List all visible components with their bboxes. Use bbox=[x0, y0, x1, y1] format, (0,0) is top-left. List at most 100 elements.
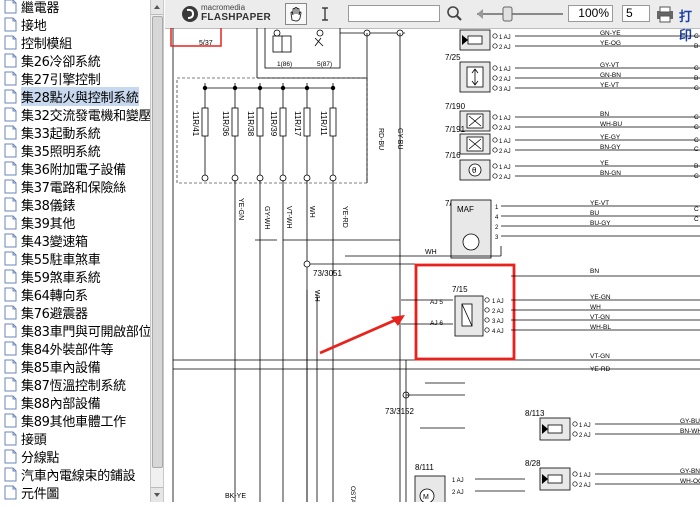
sidebar-item[interactable]: 集87恆溫控制系統 bbox=[0, 375, 150, 394]
wire-label: GY-BU bbox=[396, 128, 403, 150]
pin bbox=[492, 43, 498, 49]
scroll-thumb[interactable] bbox=[152, 16, 163, 468]
sidebar-item[interactable]: 集85車內設備 bbox=[0, 357, 150, 376]
document-icon bbox=[4, 467, 17, 481]
sidebar-item[interactable]: 控制模組 bbox=[0, 33, 150, 52]
page-number-field[interactable]: 5 bbox=[622, 5, 650, 22]
text-select-button[interactable] bbox=[315, 3, 335, 25]
wire-color-label: YE-VT bbox=[590, 200, 609, 207]
sidebar-item[interactable]: 集59煞車系統 bbox=[0, 267, 150, 286]
wire-color-label: BU-GY bbox=[590, 220, 611, 227]
pin-label: 2 bbox=[495, 225, 499, 231]
document-icon bbox=[4, 197, 17, 211]
fuse bbox=[256, 107, 264, 137]
sidebar-item[interactable]: 集43變速箱 bbox=[0, 231, 150, 250]
printer-icon bbox=[657, 6, 673, 23]
pin-label: 1 AJ bbox=[579, 473, 591, 479]
sidebar-item-label: 分線點 bbox=[21, 450, 60, 466]
sidebar-item-label: 接地 bbox=[21, 18, 47, 34]
sidebar-item[interactable]: 集26冷卻系統 bbox=[0, 51, 150, 70]
wire bbox=[468, 115, 482, 127]
pin bbox=[572, 421, 578, 427]
pin bbox=[492, 137, 498, 143]
sidebar-item[interactable]: 集39其他 bbox=[0, 213, 150, 232]
sidebar-item[interactable]: 元件圖 bbox=[0, 483, 150, 502]
wire-color-label: BN bbox=[600, 111, 609, 118]
document-icon bbox=[4, 71, 17, 85]
sidebar-item[interactable]: 集55駐車煞車 bbox=[0, 249, 150, 268]
pin bbox=[572, 431, 578, 437]
find-input[interactable] bbox=[348, 5, 440, 22]
document-icon bbox=[4, 431, 17, 445]
logo-product-text: FLASHPAPER bbox=[201, 12, 272, 23]
sidebar-item[interactable]: 集32交流發電機和變壓器 bbox=[0, 105, 150, 124]
document-icon bbox=[4, 305, 17, 319]
sidebar-item[interactable]: 集27引擎控制 bbox=[0, 69, 150, 88]
maf-label: MAF bbox=[457, 205, 474, 214]
document-icon bbox=[4, 17, 17, 31]
arrow-icon bbox=[471, 68, 479, 86]
transistor-icon bbox=[462, 233, 480, 251]
fuse bbox=[303, 107, 311, 137]
pin bbox=[492, 124, 498, 130]
sidebar-item[interactable]: 汽車內電線束的鋪設 bbox=[0, 465, 150, 484]
document-icon bbox=[4, 89, 17, 103]
sidebar-item[interactable]: 集84外裝部件等 bbox=[0, 339, 150, 358]
pin-label: 1 AJ bbox=[499, 35, 511, 41]
sidebar-item[interactable]: 分線點 bbox=[0, 447, 150, 466]
wire-color-label: BN-WH bbox=[680, 428, 700, 435]
sidebar-scrollbar[interactable] bbox=[150, 0, 164, 502]
print-button[interactable] bbox=[654, 4, 676, 24]
sidebar-item-label: 集33起動系統 bbox=[21, 126, 101, 142]
sidebar-item[interactable]: 集76避震器 bbox=[0, 303, 150, 322]
wire bbox=[461, 303, 473, 327]
wire-color-label: YE-GN bbox=[590, 294, 611, 301]
zoom-slider[interactable] bbox=[475, 4, 565, 24]
scroll-down-button[interactable] bbox=[151, 487, 163, 502]
sidebar-item[interactable]: 集37電路和保險絲 bbox=[0, 177, 150, 196]
hand-icon bbox=[290, 7, 302, 22]
pin bbox=[492, 85, 498, 91]
document-icon bbox=[4, 233, 17, 247]
sidebar-item[interactable]: 集36附加電子設備 bbox=[0, 159, 150, 178]
document-icon bbox=[4, 0, 17, 13]
pin-label: 1 bbox=[495, 205, 499, 211]
find-button[interactable] bbox=[445, 4, 465, 24]
sidebar-item[interactable]: 集35照明系統 bbox=[0, 141, 150, 160]
wire-color-label: WH bbox=[590, 304, 601, 311]
wire-label: GY-WH bbox=[263, 206, 270, 229]
sidebar-item-label: 集32交流發電機和變壓器 bbox=[21, 108, 150, 124]
sidebar-item-label: 集76避震器 bbox=[21, 306, 88, 322]
fuse bbox=[279, 107, 287, 137]
sidebar-item[interactable]: 集28點火與控制系統 bbox=[0, 86, 150, 106]
edge-label: C bbox=[694, 114, 699, 121]
wire-color-label: WH-OG bbox=[680, 478, 700, 485]
hand-tool-button[interactable] bbox=[285, 3, 307, 25]
sidebar-item[interactable]: 集83車門與可開啟部位 bbox=[0, 321, 150, 340]
print-label[interactable]: 打印 bbox=[679, 10, 693, 44]
wire-label: YE-GN bbox=[237, 198, 244, 220]
fuse-label: 11R/36 bbox=[221, 111, 230, 137]
sidebar-item[interactable]: 集89其他車體工作 bbox=[0, 411, 150, 430]
document-icon bbox=[4, 395, 17, 409]
magnifier-icon bbox=[447, 6, 462, 21]
zoom-value-field[interactable]: 100% bbox=[568, 5, 613, 22]
sidebar-item[interactable]: 接頭 bbox=[0, 429, 150, 448]
sidebar-item[interactable]: 繼電器 bbox=[0, 0, 150, 16]
wire-color-label: VT-GN bbox=[590, 353, 610, 360]
relay-label: 5/37 bbox=[199, 40, 213, 47]
sidebar-item[interactable]: 接地 bbox=[0, 15, 150, 34]
zoom-out-icon bbox=[477, 9, 483, 19]
document-icon bbox=[4, 161, 17, 175]
pin-label: 2 AJ bbox=[499, 77, 511, 83]
document-icon bbox=[4, 269, 17, 283]
sidebar-item[interactable]: 集64轉向系 bbox=[0, 285, 150, 304]
sidebar-item-label: 集27引擎控制 bbox=[21, 72, 101, 88]
sidebar-item[interactable]: 集33起動系統 bbox=[0, 123, 150, 142]
sidebar-item[interactable]: 集88內部設備 bbox=[0, 393, 150, 412]
sidebar-item[interactable]: 集38儀錶 bbox=[0, 195, 150, 214]
wire-label: AJ 5 bbox=[430, 299, 443, 306]
scroll-up-button[interactable] bbox=[151, 0, 163, 15]
edge-label: C bbox=[694, 173, 699, 180]
